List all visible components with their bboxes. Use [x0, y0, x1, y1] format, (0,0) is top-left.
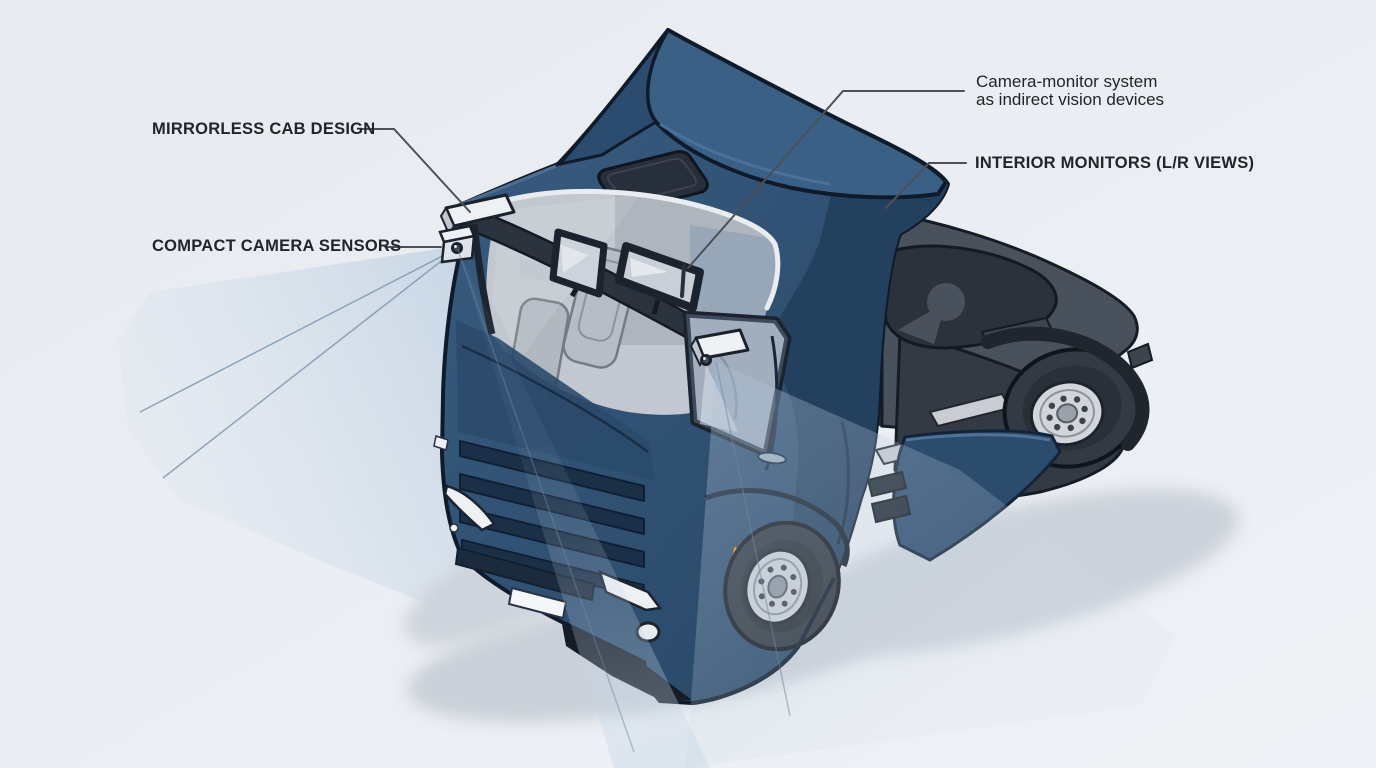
- label-mirrorless-cab-design: MIRRORLESS CAB DESIGN: [152, 120, 376, 138]
- vision-cone-left: [118, 246, 470, 620]
- label-compact-camera-sensors: COMPACT CAMERA SENSORS: [152, 237, 402, 255]
- leader-lines: [361, 90, 967, 269]
- label-interior-monitors: INTERIOR MONITORS (L/R VIEWS): [975, 154, 1255, 172]
- marker-light: [449, 523, 459, 533]
- leader-interior-monitors: [885, 162, 967, 209]
- label-camera-monitor-system-line1: Camera-monitor system: [976, 72, 1158, 91]
- leader-mirrorless-cab-design: [361, 128, 471, 213]
- roof-spoiler: [558, 28, 948, 200]
- interior-monitor-left: [549, 228, 608, 298]
- marker-light: [433, 435, 449, 451]
- license-plate: [507, 586, 568, 620]
- label-camera-monitor-system-line2: as indirect vision devices: [976, 89, 1165, 109]
- left-camera-sensor: [438, 193, 516, 264]
- leader-camera-monitor-system: [687, 90, 965, 269]
- windshield-trim: [497, 188, 781, 311]
- rear-wheel-fender: [981, 326, 1150, 451]
- headlight-left: [443, 484, 496, 532]
- vision-cone-front: [457, 249, 710, 768]
- vision-cone-right: [686, 361, 1176, 768]
- fender-bracket: [1126, 342, 1154, 370]
- label-camera-monitor-system: Camera-monitor system as indirect vision…: [976, 73, 1164, 108]
- interior-monitor-right: [615, 242, 704, 312]
